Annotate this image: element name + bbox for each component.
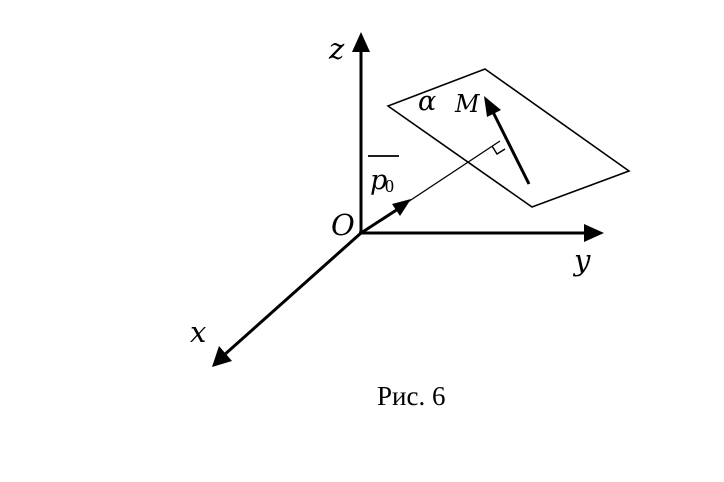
plane-alpha [386, 68, 631, 208]
normal-vector-p0 [360, 199, 411, 235]
x-axis-label: x [190, 315, 206, 349]
vector-to-m [484, 96, 531, 185]
origin-label: O [331, 208, 355, 242]
x-axis-arrowhead [212, 346, 232, 367]
y-axis-label: y [572, 243, 591, 277]
z-axis [352, 32, 370, 233]
z-axis-arrowhead [352, 32, 370, 52]
y-axis [359, 224, 604, 242]
normal-vector-arrowhead [392, 199, 411, 216]
plane-alpha-label: α [418, 86, 436, 117]
right-angle-marker [491, 145, 506, 155]
p0-subscript: 0 [385, 176, 394, 196]
x-axis [212, 231, 362, 367]
y-axis-arrowhead [584, 224, 604, 242]
point-m-label: M [454, 90, 481, 118]
p0-label: p [370, 165, 387, 196]
figure-caption: Рис. 6 [377, 381, 445, 411]
vector-to-m-arrowhead [484, 96, 501, 117]
z-axis-label: z [328, 32, 345, 66]
